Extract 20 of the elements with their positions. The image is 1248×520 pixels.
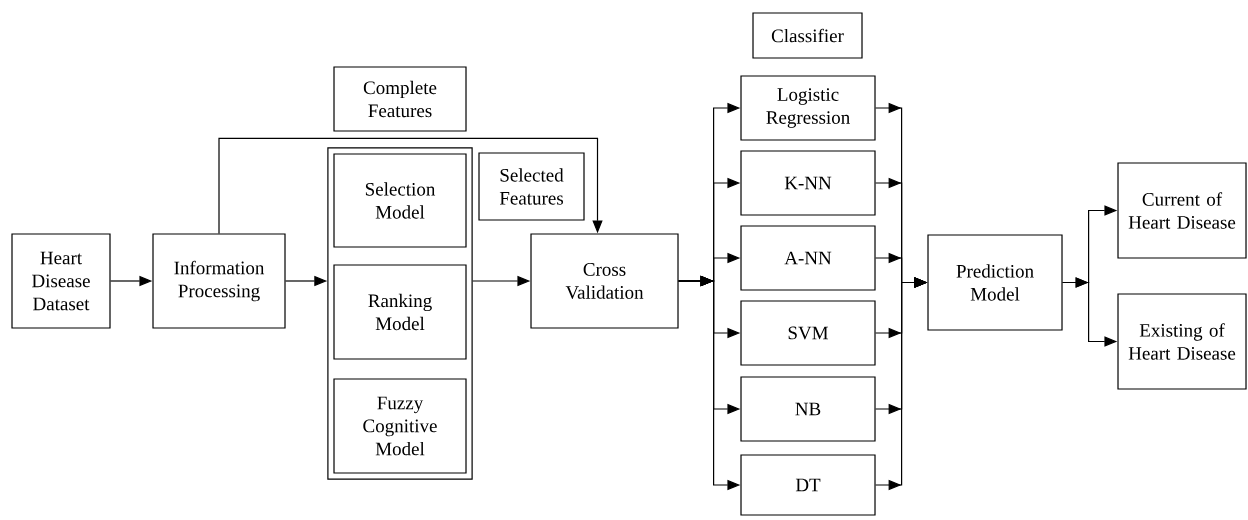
process-box: K-NN xyxy=(740,150,876,216)
process-box: Selected Features xyxy=(478,152,585,221)
heading-box: Classifier xyxy=(752,12,863,59)
group-frame xyxy=(327,147,473,480)
process-box: SVM xyxy=(740,300,876,366)
process-box: DT xyxy=(740,454,876,516)
process-box: Prediction Model xyxy=(927,234,1063,331)
process-box: A-NN xyxy=(740,225,876,291)
process-box: Logistic Regression xyxy=(740,75,876,141)
process-box: Selection Model xyxy=(333,153,467,248)
process-box: Existing of Heart Disease xyxy=(1117,293,1247,390)
process-box: NB xyxy=(740,376,876,442)
process-box: Cross Validation xyxy=(530,233,679,329)
process-box: Current of Heart Disease xyxy=(1117,162,1247,259)
process-box: Heart Disease Dataset xyxy=(11,233,111,329)
process-box: Fuzzy Cognitive Model xyxy=(333,378,467,474)
process-box: Complete Features xyxy=(333,66,467,132)
arrow xyxy=(218,137,603,234)
process-box: Information Processing xyxy=(152,233,286,329)
process-box: Ranking Model xyxy=(333,264,467,360)
